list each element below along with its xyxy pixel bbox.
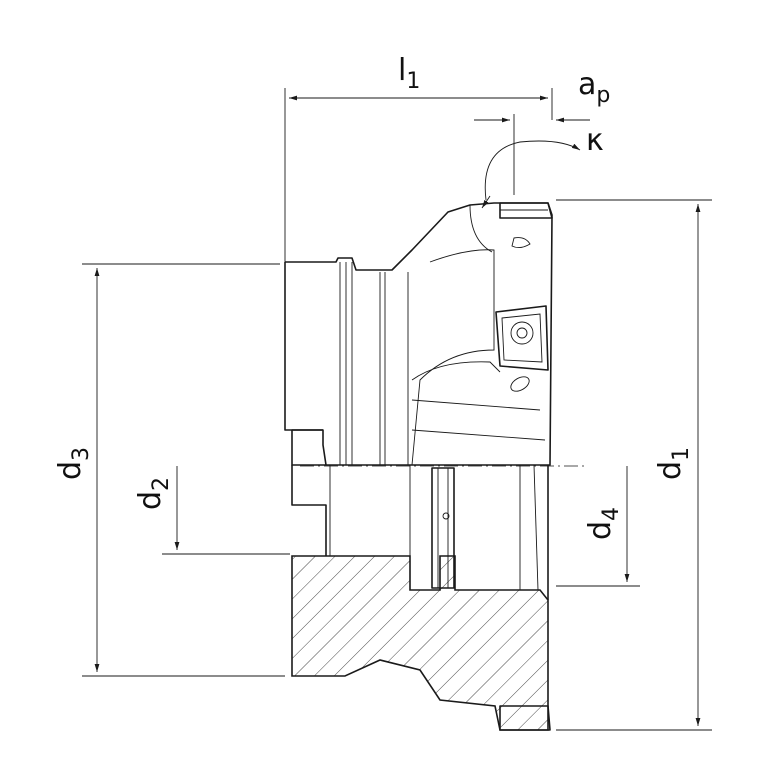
dimension-ap xyxy=(474,114,590,195)
dimension-l1 xyxy=(284,88,553,262)
label-l1: l1 xyxy=(398,53,420,94)
insert-top xyxy=(499,202,553,219)
insert-with-screw xyxy=(495,305,549,371)
label-d3: d3 xyxy=(53,447,94,480)
dimension-d3 xyxy=(82,263,285,677)
label-kappa: κ xyxy=(586,123,604,158)
dimension-d4 xyxy=(556,466,640,587)
dimension-kappa xyxy=(481,140,581,209)
label-d2: d2 xyxy=(133,477,174,510)
dimension-d2 xyxy=(162,466,290,555)
cutter-body-upper xyxy=(284,202,553,466)
dimension-d1 xyxy=(556,199,712,731)
label-ap: ap xyxy=(578,67,610,108)
label-d1: d1 xyxy=(653,447,694,480)
label-d4: d4 xyxy=(583,507,624,540)
section-view-lower xyxy=(291,464,551,731)
